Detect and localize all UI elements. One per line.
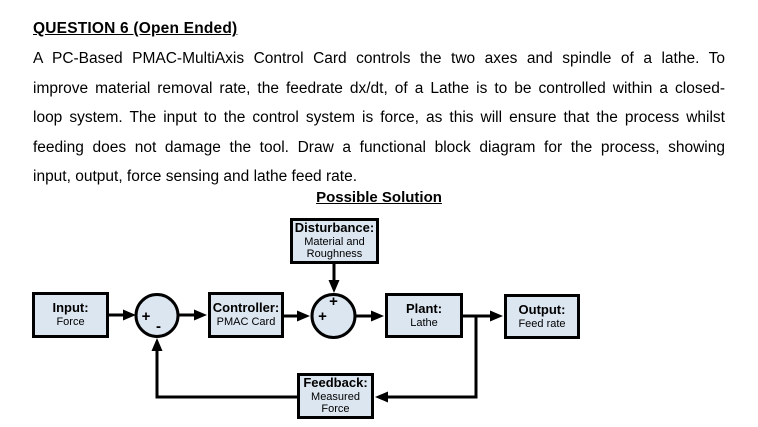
arrowhead-right-icon: [123, 309, 136, 321]
paragraph-line: A PC-Based PMAC-MultiAxis Control Card c…: [33, 50, 725, 67]
paragraph-line: feeding does not damage the tool. Draw a…: [33, 138, 725, 156]
arrowhead-right-icon: [371, 310, 384, 322]
junction1-minus-sign: -: [156, 318, 161, 335]
arrowhead-right-icon: [194, 309, 207, 321]
junction1-plus-sign: +: [142, 308, 151, 325]
block-subtitle: PMAC Card: [216, 316, 276, 329]
controller-block: Controller: PMAC Card: [208, 292, 284, 338]
block-subtitle: Feed rate: [518, 317, 566, 330]
block-subtitle: Measured Force: [311, 390, 360, 416]
arrowhead-up-icon: [151, 338, 163, 351]
block-title: Output:: [518, 301, 566, 317]
block-title: Disturbance:: [294, 219, 375, 235]
arrowhead-right-icon: [490, 310, 503, 322]
solution-heading: Possible Solution: [316, 189, 442, 206]
summing-junction-2: [310, 293, 357, 339]
block-title: Input:: [52, 300, 89, 316]
connector-feedback-to-junction1: [155, 349, 297, 399]
block-title: Plant:: [405, 300, 443, 316]
arrowhead-down-icon: [328, 280, 340, 293]
paragraph-line: loop system. The input to the control sy…: [33, 109, 725, 127]
disturbance-block: Disturbance: Material and Roughness: [290, 218, 379, 264]
paragraph-line: improve material removal rate, the feedr…: [33, 79, 725, 97]
junction2-left-plus-sign: +: [318, 308, 327, 325]
paragraph-line: input, output, force sensing and lathe f…: [33, 168, 358, 186]
arrowhead-right-icon: [297, 310, 310, 322]
summing-junction-1: [134, 293, 180, 338]
arrowhead-left-icon: [375, 391, 388, 403]
junction2-top-plus-sign: +: [329, 293, 338, 310]
block-title: Feedback:: [303, 374, 368, 390]
input-block: Input: Force: [32, 292, 109, 338]
block-subtitle: Force: [56, 316, 85, 329]
block-title: Controller:: [212, 300, 280, 316]
block-subtitle: Material and Roughness: [304, 235, 365, 261]
question-paragraph: A PC-Based PMAC-MultiAxis Control Card c…: [33, 44, 725, 192]
output-block: Output: Feed rate: [504, 294, 580, 339]
connector-takeoff-to-feedback: [386, 316, 478, 399]
plant-block: Plant: Lathe: [385, 293, 463, 338]
question-title: QUESTION 6 (Open Ended): [33, 20, 238, 37]
feedback-block: Feedback: Measured Force: [297, 373, 374, 419]
block-subtitle: Lathe: [410, 316, 438, 329]
